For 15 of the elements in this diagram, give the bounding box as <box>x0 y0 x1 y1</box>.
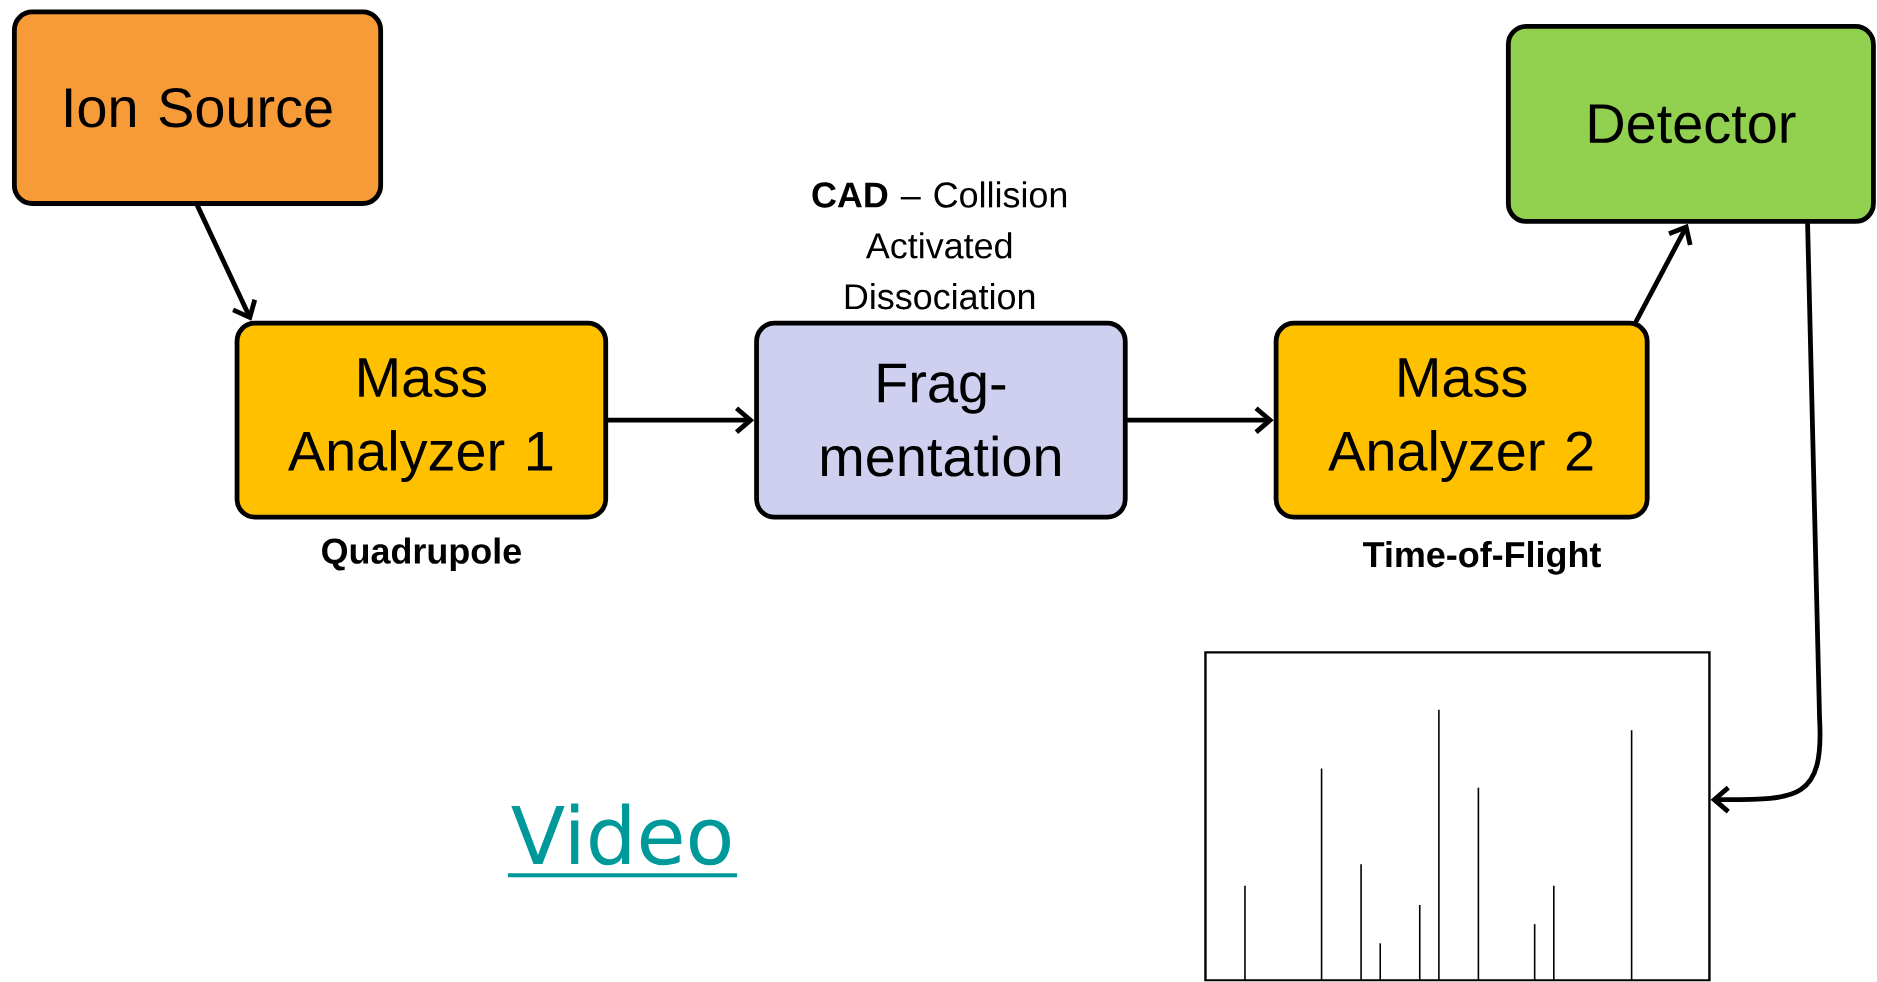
arrow <box>195 203 258 321</box>
analyzer-box: Mass Analyzer 1 <box>234 321 609 520</box>
mass-spectrum-drawing <box>1204 651 1711 982</box>
arrow <box>1125 406 1274 435</box>
caption-text: CAD – Collision Activated Dissociation <box>812 181 1067 310</box>
detector-box: Detector <box>1505 24 1876 225</box>
caption-text: Time-of-Flight <box>1363 541 1601 575</box>
ion-source-box: Ion Source <box>12 9 384 207</box>
process-box: Frag- mentation <box>754 321 1128 520</box>
video-link: Video <box>507 803 738 878</box>
arrow <box>1710 221 1823 814</box>
analyzer-box: Mass Analyzer 2 <box>1273 321 1650 520</box>
arrow <box>605 406 755 435</box>
caption-text: Quadrupole <box>322 537 521 572</box>
arrow <box>1634 224 1693 324</box>
